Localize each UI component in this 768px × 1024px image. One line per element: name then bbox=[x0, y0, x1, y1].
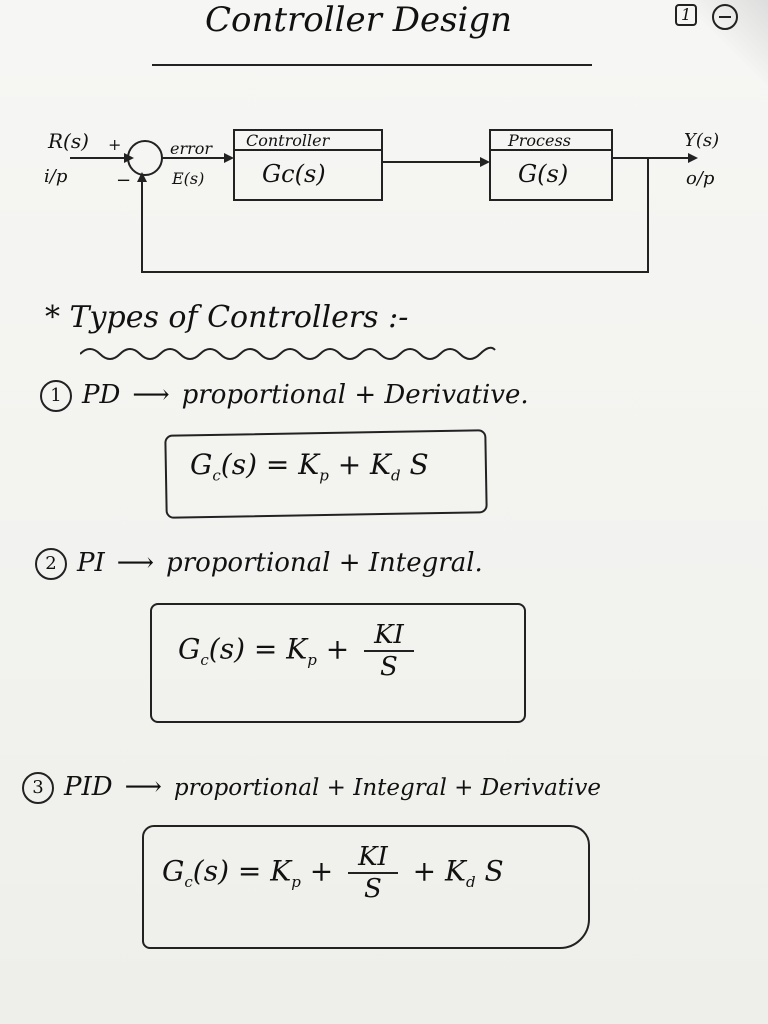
controller-description: proportional + Derivative. bbox=[181, 380, 529, 410]
output-label: o/p bbox=[686, 168, 715, 189]
right-arrow-icon: ⟶ bbox=[124, 772, 162, 802]
equation-box-pi bbox=[150, 603, 526, 723]
equation-pd: Gc(s) = Kp + Kd S bbox=[190, 448, 429, 485]
output-arrowhead bbox=[688, 153, 698, 163]
right-arrow-icon: ⟶ bbox=[116, 548, 155, 578]
controller-abbr: PD bbox=[82, 380, 121, 410]
feedback-block-diagram: R(s) i/p + − error E(s) Controller Gc(s)… bbox=[44, 129, 719, 273]
process-transfer-function: G(s) bbox=[518, 160, 568, 188]
process-title: Process bbox=[507, 131, 571, 150]
item-number: 3 bbox=[22, 772, 54, 804]
controller-abbr: PI bbox=[77, 548, 105, 578]
controller-description: proportional + Integral. bbox=[166, 548, 483, 578]
title-underline bbox=[152, 64, 592, 66]
error-signal-label: E(s) bbox=[171, 169, 204, 188]
error-arrowhead bbox=[224, 153, 234, 163]
controller-item-pi: 2 PI ⟶ proportional + Integral. bbox=[35, 548, 483, 580]
controller-abbr: PID bbox=[64, 772, 113, 802]
input-signal-label: R(s) bbox=[47, 129, 89, 153]
controller-transfer-function: Gc(s) bbox=[262, 160, 326, 188]
process-block bbox=[489, 129, 613, 201]
wavy-underline bbox=[80, 346, 496, 360]
plus-sign: + bbox=[108, 135, 121, 154]
item-number: 1 bbox=[40, 380, 72, 412]
right-arrow-icon: ⟶ bbox=[132, 380, 170, 410]
input-label: i/p bbox=[44, 166, 68, 187]
page-number-badge: 1 bbox=[675, 4, 698, 26]
error-label: error bbox=[170, 139, 213, 158]
equation-box-pid bbox=[142, 825, 590, 949]
controller-item-pd: 1 PD ⟶ proportional + Derivative. bbox=[40, 380, 529, 412]
controller-title: Controller bbox=[246, 131, 331, 150]
controller-block bbox=[233, 129, 383, 201]
minus-sign: − bbox=[116, 170, 131, 191]
item-number: 2 bbox=[35, 548, 67, 580]
controller-description: proportional + Integral + Derivative bbox=[173, 775, 602, 801]
output-signal-label: Y(s) bbox=[684, 130, 719, 151]
minus-circle-icon bbox=[712, 4, 738, 30]
feedback-path bbox=[141, 158, 649, 273]
section-title: * Types of Controllers :- bbox=[45, 300, 409, 335]
page-title: Controller Design bbox=[205, 0, 513, 40]
controller-item-pid: 3 PID ⟶ proportional + Integral + Derivativ… bbox=[22, 772, 601, 804]
feedback-arrowhead bbox=[137, 172, 147, 182]
